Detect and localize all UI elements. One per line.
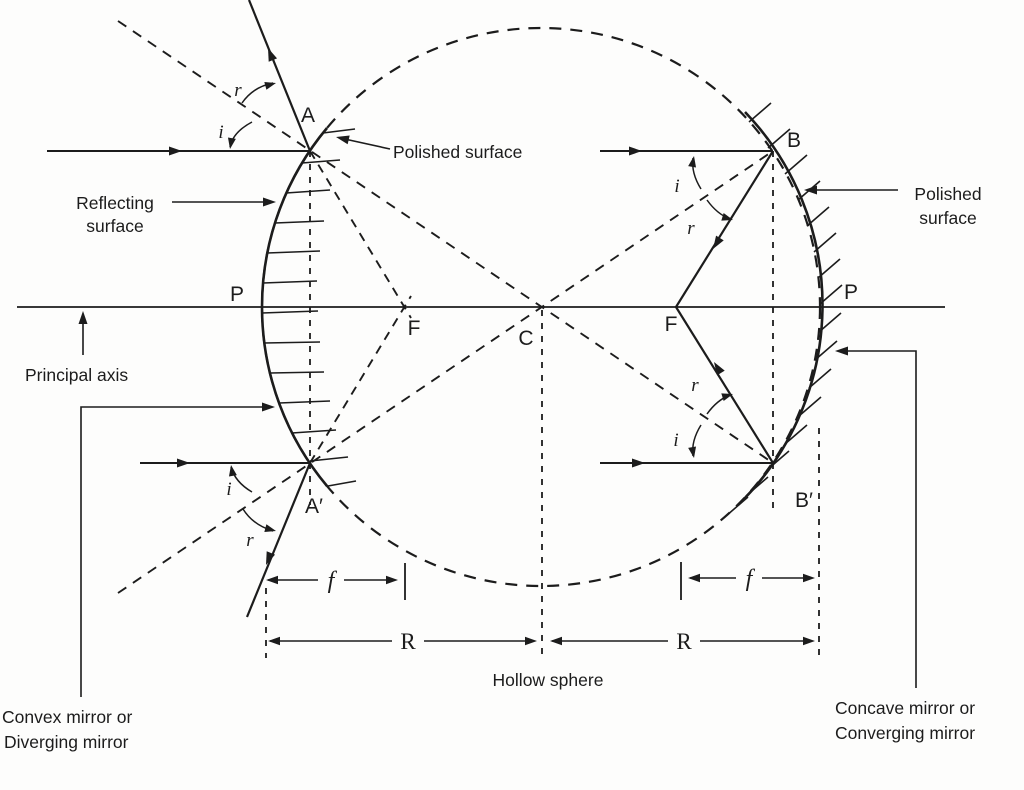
reflected-ray-bprime	[675, 306, 774, 464]
angle-arc-i-a-arrowhead	[227, 137, 236, 149]
principal-axis-pointer-arrowhead	[78, 311, 88, 324]
angle-r-at-b: r	[687, 218, 695, 239]
r-right-dim-arrow-right	[803, 636, 815, 646]
radius-right-label: R	[676, 629, 692, 654]
angle-arc-i-bprime-arrowhead	[688, 446, 697, 458]
f-right-dim-arrow-right	[803, 573, 815, 583]
reflecting-surface-leader-arrowhead	[263, 197, 276, 207]
reflected-ray-aprime-arrowhead	[266, 551, 276, 565]
r-right-dim-arrow-left	[550, 636, 562, 646]
incident-ray-bprime-arrowhead	[632, 458, 645, 468]
point-b: B	[787, 129, 801, 152]
angle-arc-r-aprime-arrowhead	[264, 524, 276, 533]
reflected-ray-bprime-arrowhead	[714, 362, 725, 376]
point-focus-left: F	[408, 317, 421, 340]
reflected-ray-b	[675, 150, 774, 308]
incident-ray-aprime-arrowhead	[177, 458, 190, 468]
r-left-dim-arrow-left	[268, 636, 280, 646]
angle-arc-i-b-arrowhead	[688, 156, 697, 168]
angle-i-at-a: i	[218, 122, 223, 143]
normal-aprime-c-b	[117, 150, 774, 594]
reflected-rays	[245, 0, 774, 618]
f-left-dim-arrow-left	[266, 575, 278, 585]
focal-length-left-label: f	[328, 568, 338, 594]
point-a-prime: A′	[305, 495, 323, 518]
angle-i-at-a-prime: i	[226, 479, 231, 500]
incident-ray-b-arrowhead	[629, 146, 642, 156]
angle-i-at-b-prime: i	[673, 430, 678, 451]
angle-arc-r-bprime-arrowhead	[721, 393, 733, 402]
f-left-dim-arrow-right	[386, 575, 398, 585]
convex-caption-leader	[80, 406, 270, 697]
convex-mirror-arc	[260, 127, 328, 487]
convex-caption-leader-arrowhead	[262, 402, 275, 412]
point-a: A	[301, 104, 315, 127]
normal-lines	[117, 20, 774, 594]
leader-lines	[78, 135, 917, 697]
angle-arc-i-aprime-arrowhead	[228, 465, 237, 477]
point-center: C	[518, 327, 533, 350]
incident-ray-a-arrowhead	[169, 146, 182, 156]
radius-left-label: R	[400, 629, 416, 654]
concave-polished-hatching	[725, 102, 843, 517]
concave-caption-leader-arrowhead	[835, 346, 848, 356]
reflected-ray-a	[247, 0, 312, 152]
reflected-ray-a-arrowhead	[268, 48, 278, 62]
angle-r-at-a-prime: r	[246, 530, 254, 551]
concave-caption-line1: Concave mirror or	[835, 698, 975, 718]
reflected-ray-b-arrowhead	[713, 235, 724, 249]
point-focus-right: F	[665, 313, 678, 336]
polished-surface-right-label-line2: surface	[919, 208, 976, 228]
angle-r-at-a: r	[234, 80, 242, 101]
convex-caption-line1: Convex mirror or	[2, 707, 132, 727]
virtual-ray-a-to-f	[309, 150, 412, 319]
angle-i-at-b: i	[674, 176, 679, 197]
point-b-prime: B′	[795, 489, 813, 512]
construction-lines	[265, 151, 820, 658]
normal-a-c-bprime	[117, 20, 774, 464]
concave-caption-line2: Converging mirror	[835, 723, 975, 743]
polished-left-leader-arrowhead	[336, 135, 350, 145]
r-left-dim-arrow-right	[525, 636, 537, 646]
principal-axis-label: Principal axis	[25, 365, 128, 385]
angle-r-at-b-prime: r	[691, 375, 699, 396]
incident-rays	[47, 146, 773, 468]
virtual-ray-aprime-to-f	[309, 295, 412, 464]
angle-arc-r-a-arrowhead	[264, 81, 276, 90]
focal-length-right-label: f	[746, 566, 756, 592]
f-right-dim-arrow-left	[688, 573, 700, 583]
reflecting-surface-label-line2: surface	[86, 216, 143, 236]
concave-mirror-arc	[737, 111, 824, 506]
angle-arcs	[227, 81, 733, 533]
point-pole-left: P	[230, 283, 244, 306]
polished-surface-left-label: Polished surface	[393, 142, 522, 162]
convex-caption-line2: Diverging mirror	[4, 732, 129, 752]
point-pole-right: P	[844, 281, 858, 304]
polished-surface-right-label-line1: Polished	[914, 184, 981, 204]
reflected-ray-aprime	[245, 462, 312, 618]
convex-polished-hatching	[261, 128, 357, 487]
polished-right-leader-arrowhead	[804, 185, 817, 195]
hollow-sphere-label: Hollow sphere	[493, 670, 604, 690]
concave-caption-leader	[839, 350, 917, 688]
dimension-lines	[266, 562, 815, 646]
reflecting-surface-label-line1: Reflecting	[76, 193, 154, 213]
angle-arc-r-b-arrowhead	[721, 212, 733, 221]
